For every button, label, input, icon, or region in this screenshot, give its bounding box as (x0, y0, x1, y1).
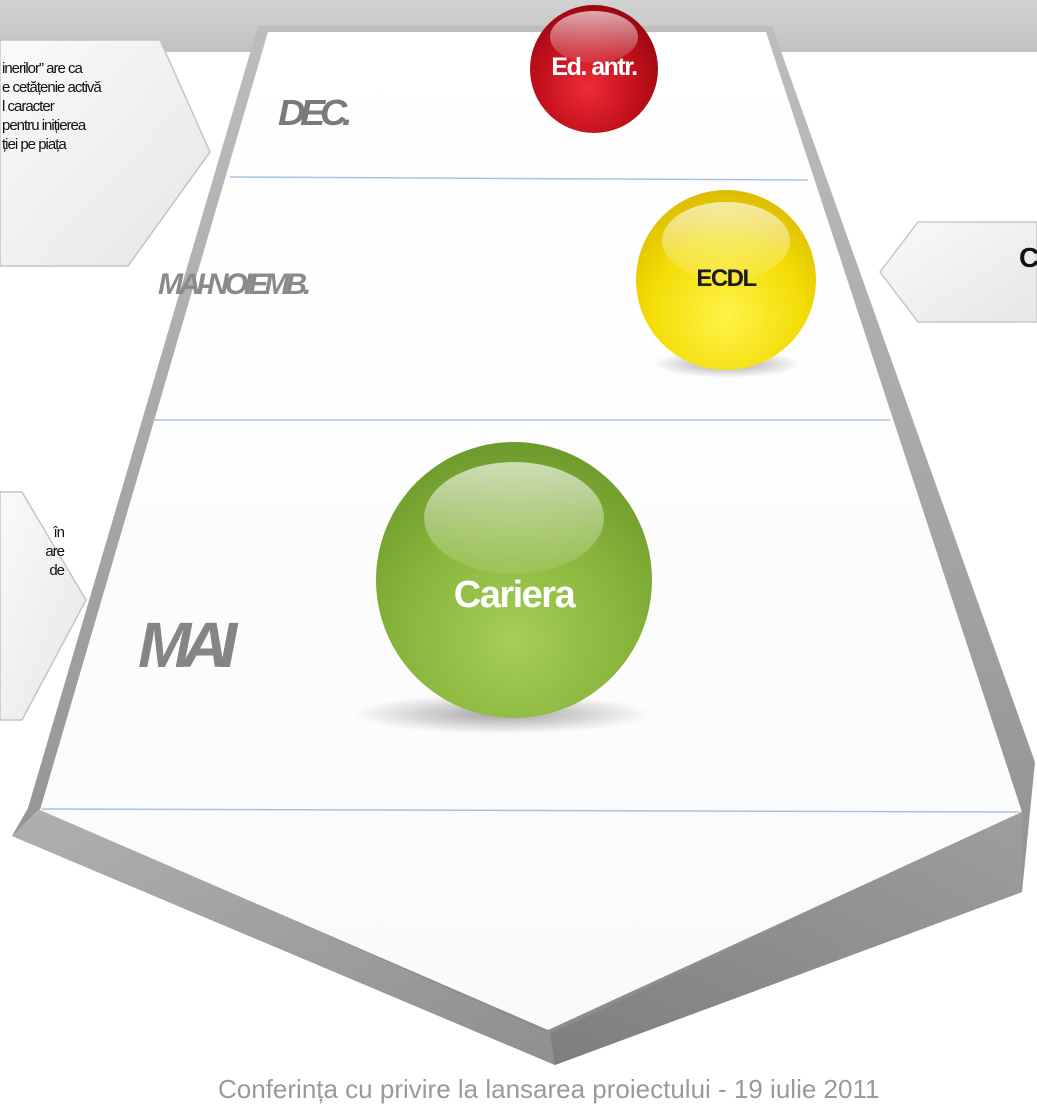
callout-line: l caracter (2, 98, 55, 115)
sphere-label-ed-antr: Ed. antr. (551, 52, 638, 81)
sphere-gloss (424, 462, 604, 574)
callout-top-left-shape (0, 39, 211, 267)
sphere-cariera[interactable]: Cariera (376, 442, 652, 718)
footer-caption: Conferința cu privire la lansarea proiec… (218, 1074, 880, 1104)
row-label-dec: DEC. (278, 92, 353, 133)
divider-line-3 (41, 808, 1023, 813)
sphere-ed-antr[interactable]: Ed. antr. (530, 5, 658, 133)
pentagon-facet-left (12, 808, 555, 1065)
sphere-gloss (550, 11, 638, 63)
callout-line: e cetățenie activă (2, 79, 102, 96)
sphere-label-ecdl: ECDL (696, 265, 757, 292)
callout-top-left-text: inerilor” are ca e cetățenie activă l ca… (2, 59, 160, 154)
callout-line: ției pe piața (2, 136, 67, 153)
callout-right-text: C (1019, 242, 1037, 273)
callout-line: are (45, 543, 65, 560)
divider-line-1 (229, 176, 809, 181)
sphere-label-cariera: Cariera (453, 573, 576, 616)
pentagon-facet-right (550, 812, 1022, 1065)
row-label-mai-noiemb: MAI-NOIEMB. (158, 268, 311, 301)
callout-line: inerilor” are ca (2, 60, 83, 77)
sphere-gloss (662, 202, 790, 280)
callout-mid-left-shape (0, 491, 87, 721)
row-label-mai: MAI (138, 609, 237, 681)
callout-mid-left-text: în are de (0, 523, 65, 580)
callout-line: de (49, 562, 65, 579)
sphere-ecdl[interactable]: ECDL (636, 190, 816, 370)
callout-line: în (53, 524, 65, 541)
callout-right-shape (879, 221, 1037, 323)
callout-line: pentru inițierea (2, 117, 86, 134)
